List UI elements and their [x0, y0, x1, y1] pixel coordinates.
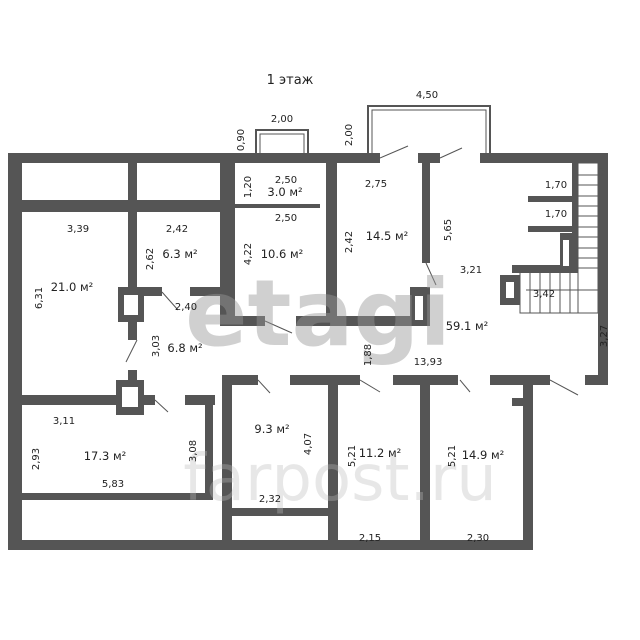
dim-label: 1,20: [243, 176, 254, 198]
dim-label: 2,93: [31, 448, 42, 470]
dim-label: 3,21: [460, 265, 482, 276]
room-area: 6.3 м²: [162, 247, 197, 261]
dim-label: 5,65: [443, 219, 454, 241]
watermark-logo: etagi: [185, 260, 451, 367]
dim-label: 2,30: [467, 533, 489, 544]
room-area: 17.3 м²: [84, 449, 127, 463]
dim-label: 3,27: [599, 325, 610, 347]
dim-label: 4,50: [416, 90, 438, 101]
dim-label: 1,88: [363, 344, 374, 366]
room-area: 10.6 м²: [261, 247, 304, 261]
dim-label: 5,21: [347, 445, 358, 467]
dim-label: 2,00: [344, 124, 355, 146]
room-area: 59.1 м²: [446, 319, 489, 333]
dim-label: 13,93: [414, 357, 443, 368]
dim-label: 1,70: [545, 180, 567, 191]
doors[interactable]: [125, 145, 579, 413]
dim-label: 4,22: [243, 243, 254, 265]
entrance-porches: [255, 105, 491, 153]
dim-label: 3,39: [67, 224, 89, 235]
dim-label: 3,42: [533, 289, 555, 300]
dim-label: 0,90: [236, 129, 247, 151]
room-area: 9.3 м²: [254, 422, 289, 436]
dim-label: 2,32: [259, 494, 281, 505]
dim-label: 5,21: [447, 445, 458, 467]
dim-label: 5,83: [102, 479, 124, 490]
labels: 4,50 2,00 0,90 2,00 3.0 м² 10.6 м² 6.3 м² 21.0 …: [31, 90, 610, 544]
dim-label: 3,08: [188, 440, 199, 462]
dim-label: 2,62: [145, 248, 156, 270]
room-area: 3.0 м²: [267, 185, 302, 199]
room-area: 14.5 м²: [366, 229, 409, 243]
dim-label: 2,50: [275, 213, 297, 224]
dim-label: 2,42: [344, 231, 355, 253]
dim-label: 3,11: [53, 416, 75, 427]
floor-title: 1 этаж: [267, 73, 314, 88]
dim-label: 2,00: [271, 114, 293, 125]
staircase[interactable]: [519, 162, 605, 314]
dim-label: 1,70: [545, 209, 567, 220]
room-area: 6.8 м²: [167, 341, 202, 355]
dim-label: 2,40: [175, 302, 197, 313]
room-area: 21.0 м²: [51, 280, 94, 294]
dim-label: 2,75: [365, 179, 387, 190]
dim-label: 2,42: [166, 224, 188, 235]
dim-label: 2,15: [359, 533, 381, 544]
dim-label: 3,03: [151, 335, 162, 357]
watermark-site: farpost.ru: [183, 442, 497, 516]
room-area: 14.9 м²: [462, 448, 505, 462]
dim-label: 6,31: [34, 287, 45, 309]
room-area: 11.2 м²: [359, 446, 402, 460]
dim-label: 2,50: [275, 175, 297, 186]
dim-label: 4,07: [303, 433, 314, 455]
